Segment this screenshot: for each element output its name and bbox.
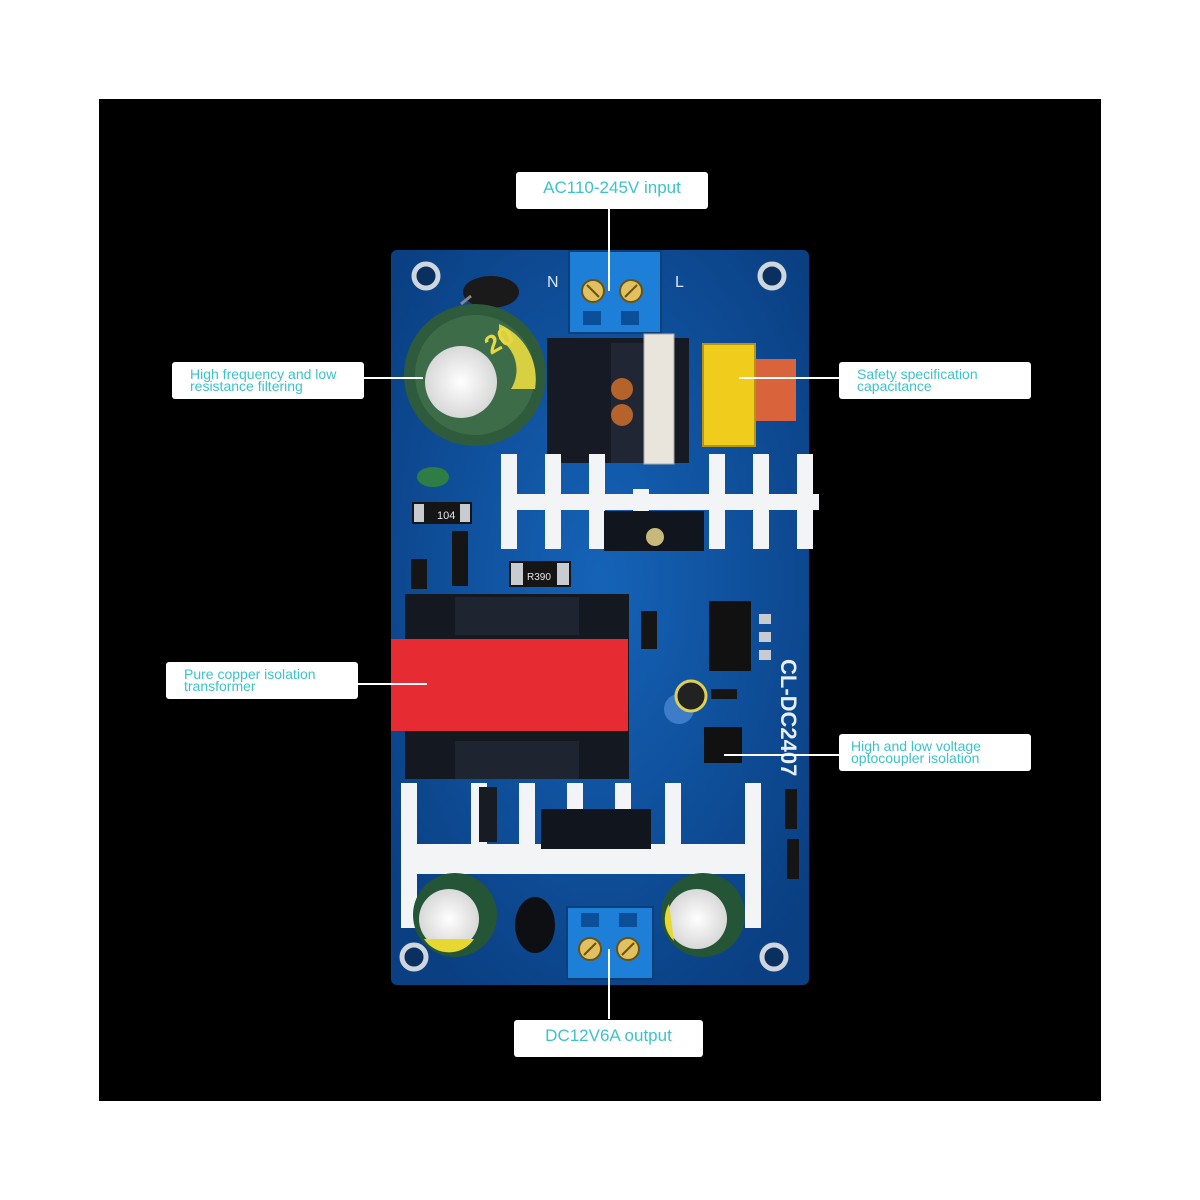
leader-safety <box>739 377 839 379</box>
input-marking-n: N <box>547 274 559 291</box>
model-marking: CL-DC2407 <box>776 659 801 776</box>
resistor-marking: 104 <box>437 510 455 522</box>
callout-optocoupler: High and low voltage optocoupler isolati… <box>839 734 1031 771</box>
output-capacitor-right <box>661 873 745 957</box>
callout-ac-input: AC110-245V input <box>516 172 708 209</box>
photo-panel: N L 20 <box>99 99 1101 1101</box>
leader-transformer <box>357 683 427 685</box>
output-capacitor-left <box>413 873 497 957</box>
pcb-board-illustration: N L 20 <box>391 250 819 985</box>
callout-safety-capacitance-text: Safety specification capacitance <box>857 366 978 394</box>
callout-safety-capacitance: Safety specification capacitance <box>839 362 1031 399</box>
leader-ac-input <box>608 209 610 291</box>
inductor <box>515 897 555 953</box>
transformer-tape <box>391 639 628 731</box>
thermistor <box>463 276 519 308</box>
callout-transformer: Pure copper isolation transformer <box>166 662 358 699</box>
input-marking-l: L <box>675 274 684 291</box>
output-terminal <box>566 906 654 980</box>
smd-resistor-104 <box>412 502 472 524</box>
filter-capacitor <box>404 304 546 446</box>
ceramic-resistor <box>643 333 675 465</box>
callout-dc-output-text: DC12V6A output <box>545 1026 672 1045</box>
input-terminal <box>568 250 662 334</box>
leader-optocoupler <box>724 754 839 756</box>
leader-dc-output <box>608 949 610 1019</box>
optocoupler <box>704 727 742 763</box>
callout-filtering: High frequency and low resistance filter… <box>172 362 364 399</box>
resistor2-marking: R390 <box>527 572 551 583</box>
small-capacitor <box>674 679 708 713</box>
mounting-holes <box>399 261 789 972</box>
leader-filtering <box>363 377 423 379</box>
safety-capacitor <box>702 343 756 447</box>
callout-filtering-text: High frequency and low resistance filter… <box>190 366 337 394</box>
callout-ac-input-text: AC110-245V input <box>543 178 681 197</box>
callout-transformer-text: Pure copper isolation transformer <box>184 666 316 694</box>
pwm-ic <box>709 601 751 671</box>
x-capacitor <box>756 359 796 421</box>
upper-heatsink <box>501 454 819 549</box>
callout-optocoupler-text: High and low voltage optocoupler isolati… <box>851 738 981 766</box>
callout-dc-output: DC12V6A output <box>514 1020 703 1057</box>
